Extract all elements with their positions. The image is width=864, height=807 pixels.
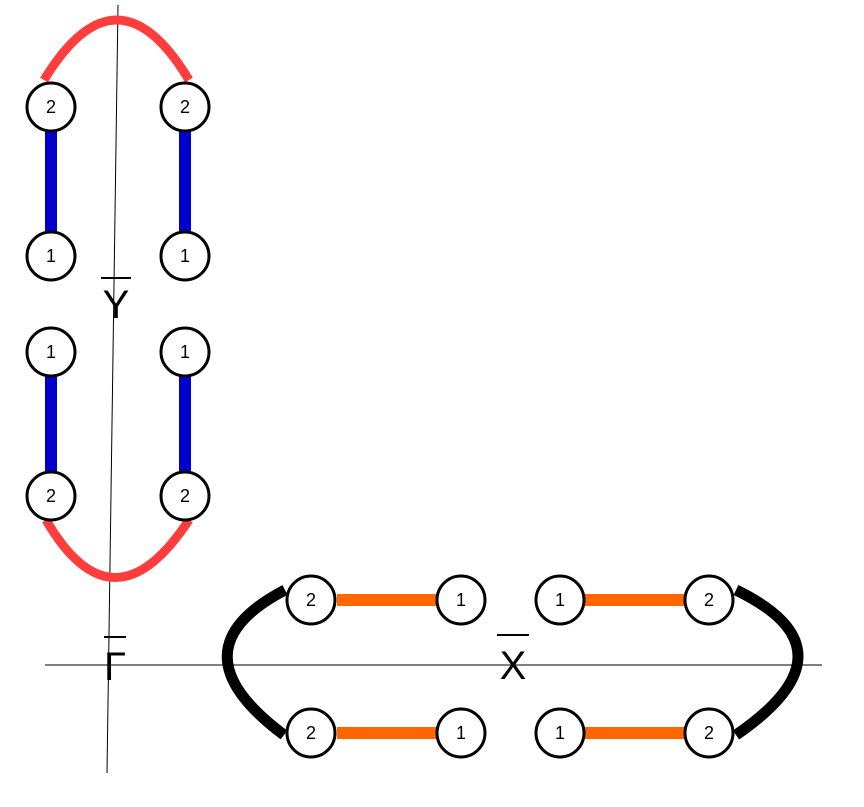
node-label: 1 <box>555 590 565 610</box>
node: 2 <box>285 707 337 759</box>
x-label-text: X <box>500 644 527 688</box>
node-label: 1 <box>180 246 190 266</box>
y-label-text: Y <box>103 283 130 327</box>
y-point-label: Y <box>101 277 131 327</box>
black-arc-left <box>221 585 288 740</box>
node-label: 1 <box>456 723 466 743</box>
node-label: 2 <box>46 97 56 117</box>
node-label: 2 <box>704 590 714 610</box>
node: 2 <box>159 470 211 522</box>
gamma-label-text: Γ <box>104 645 126 689</box>
x-point-label: X <box>497 634 529 688</box>
node: 2 <box>683 574 735 626</box>
node: 1 <box>159 230 211 282</box>
gamma-point-label: Γ <box>104 636 126 689</box>
tilted-vertical-axis <box>106 4 119 774</box>
node-label: 1 <box>555 723 565 743</box>
node-label: 2 <box>306 723 316 743</box>
node: 1 <box>435 574 487 626</box>
node-label: 1 <box>46 246 56 266</box>
node-label: 2 <box>704 723 714 743</box>
node: 1 <box>25 230 77 282</box>
node: 2 <box>159 81 211 133</box>
node: 1 <box>435 707 487 759</box>
node: 1 <box>159 326 211 378</box>
node: 1 <box>534 574 586 626</box>
node: 2 <box>25 470 77 522</box>
red-arc-top <box>40 15 193 83</box>
node-label: 2 <box>306 590 316 610</box>
node-label: 2 <box>180 486 190 506</box>
black-arc-right <box>732 585 804 740</box>
node: 1 <box>534 707 586 759</box>
node: 1 <box>25 326 77 378</box>
node: 2 <box>25 81 77 133</box>
node: 2 <box>285 574 337 626</box>
node: 2 <box>683 707 735 759</box>
node-label: 1 <box>456 590 466 610</box>
node-label: 1 <box>46 342 56 362</box>
node-label: 1 <box>180 342 190 362</box>
node-label: 2 <box>180 97 190 117</box>
node-label: 2 <box>46 486 56 506</box>
red-arc-bottom <box>42 517 193 582</box>
